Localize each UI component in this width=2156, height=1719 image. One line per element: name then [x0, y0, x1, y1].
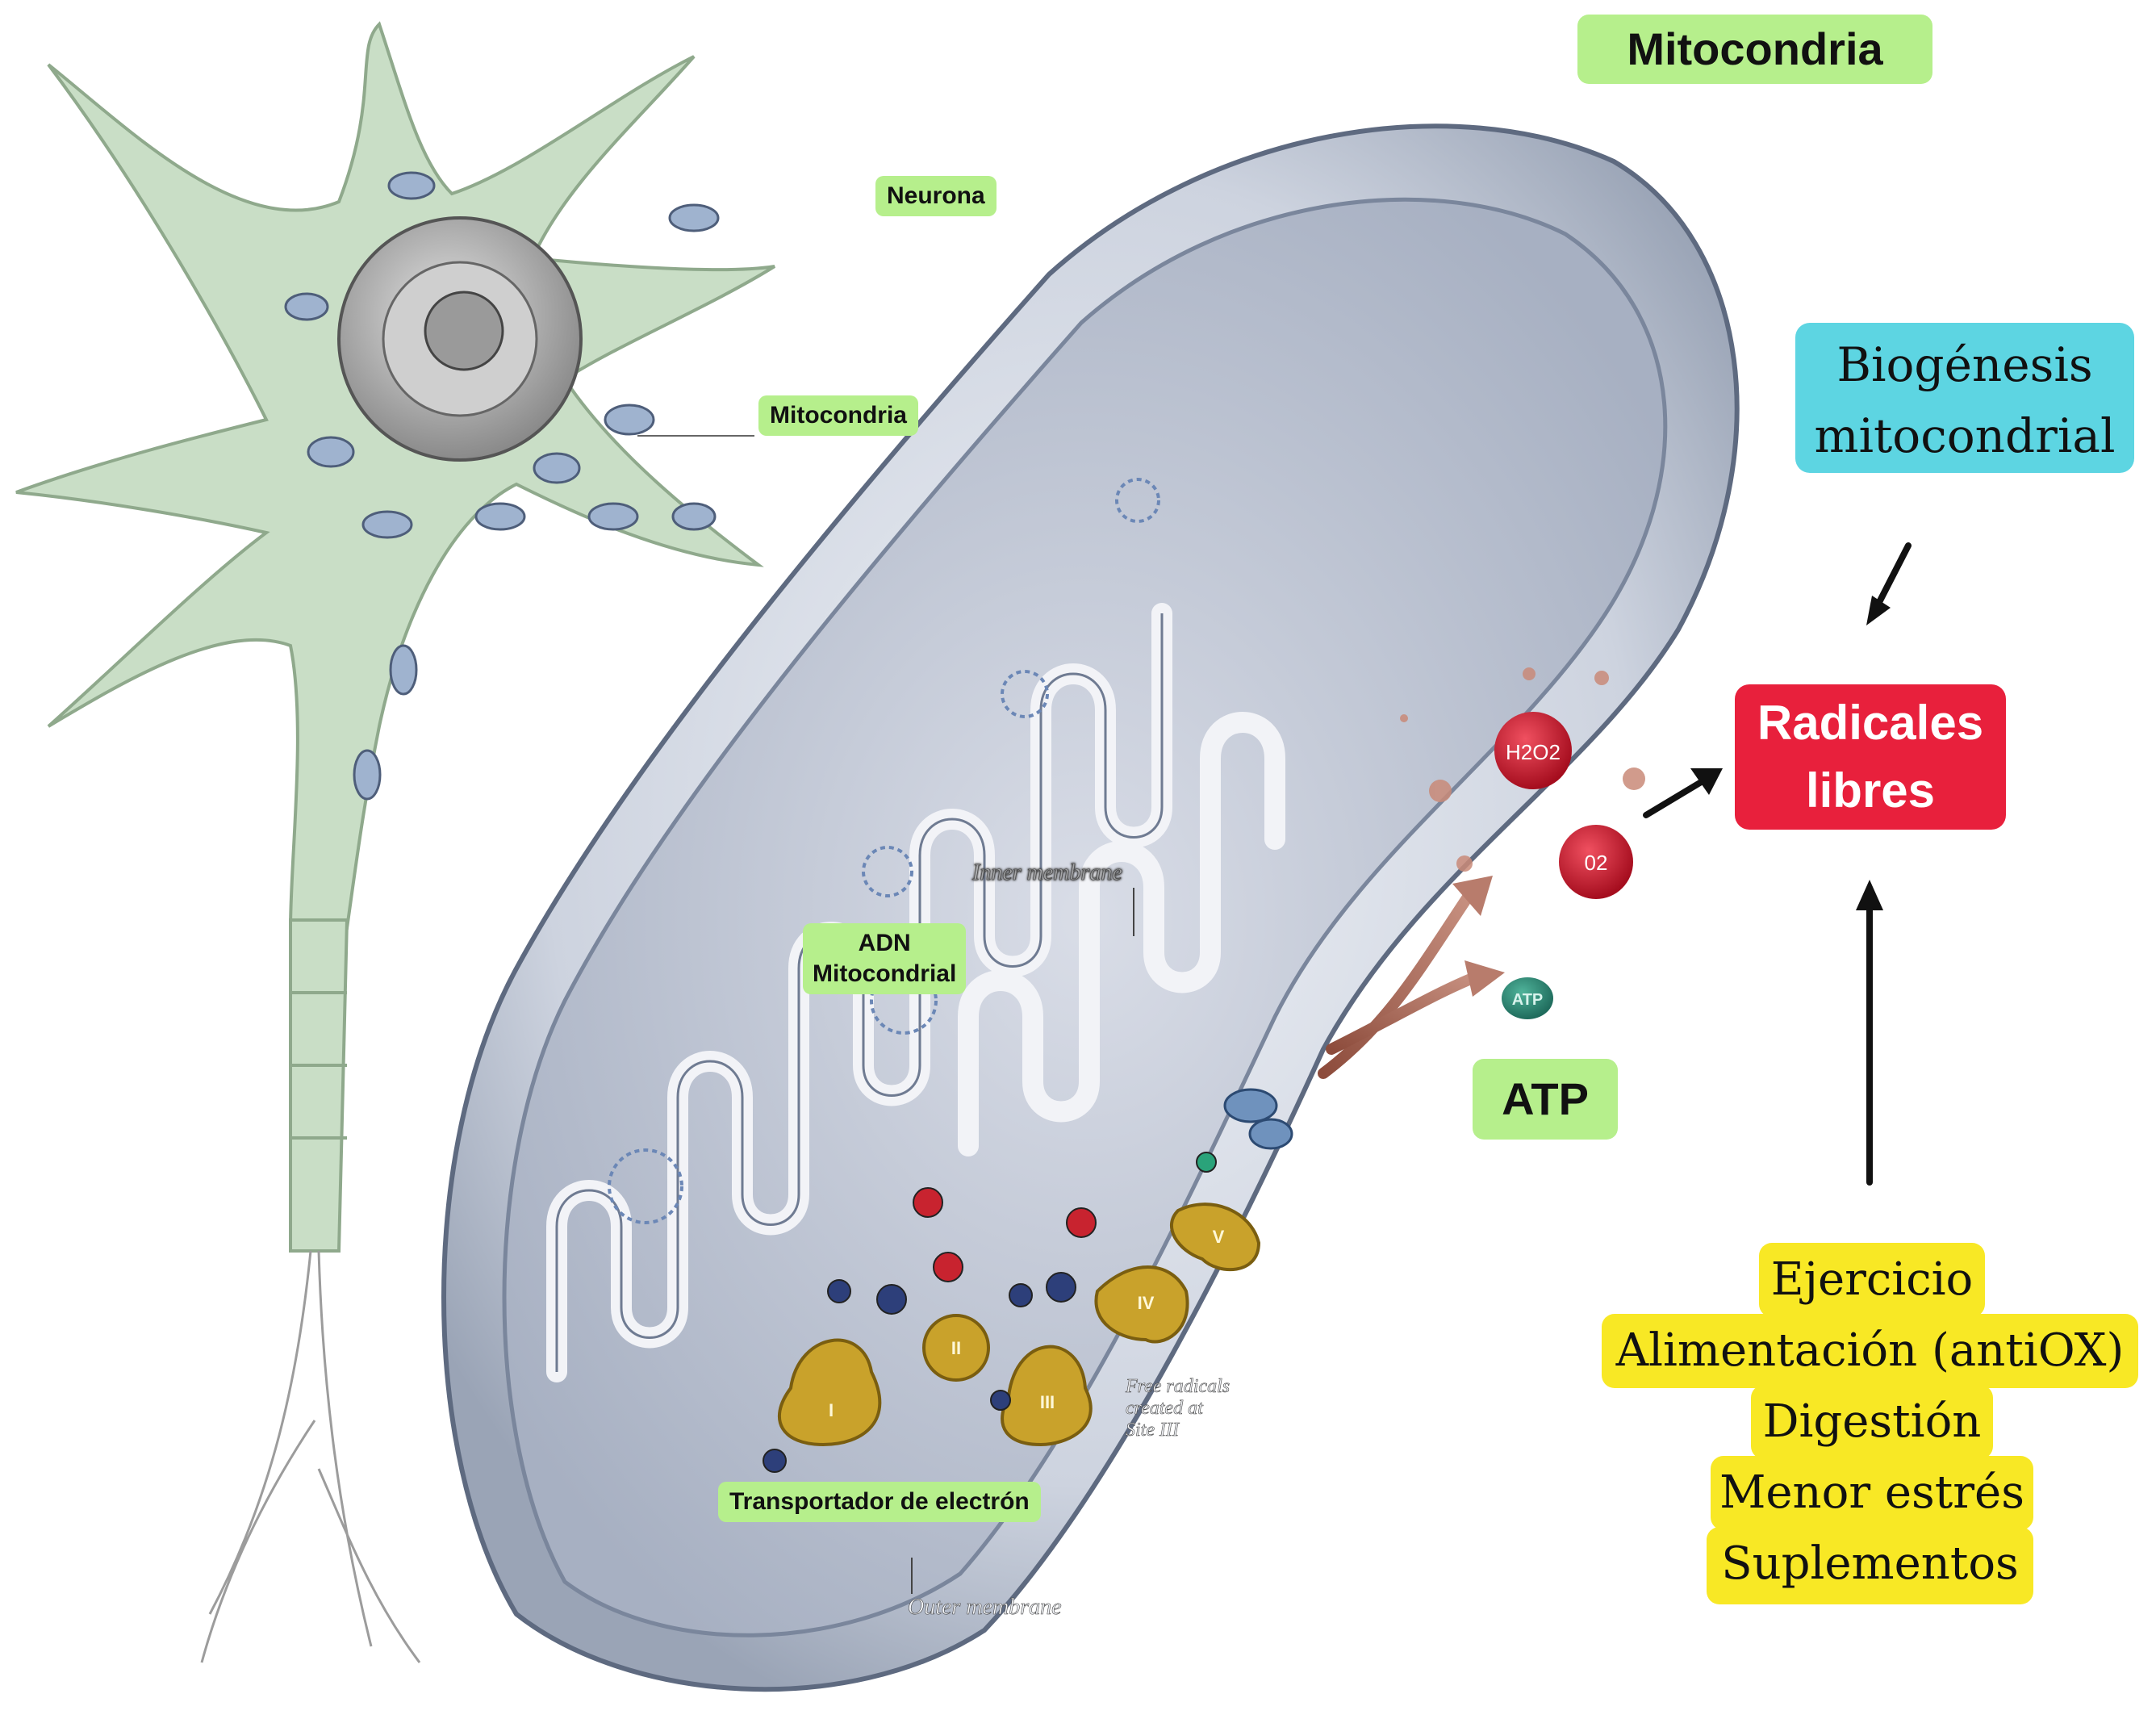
factor-ejercicio: Ejercicio [1759, 1243, 1985, 1317]
adn-line1: ADN [813, 928, 956, 959]
arrow-from-biogenesis-icon [1876, 546, 1908, 609]
factors-box: Ejercicio Alimentación (antiOX) Digestió… [1602, 1243, 2138, 1606]
factor-digestion: Digestión [1751, 1385, 1993, 1459]
biogenesis-line1: Biogénesis [1795, 329, 2134, 400]
factor-menor-estres: Menor estrés [1711, 1456, 2033, 1530]
h2o2-text: H2O2 [1506, 740, 1561, 764]
adn-mitocondrial-label: ADN Mitocondrial [803, 923, 966, 994]
complex-4-label: IV [1138, 1293, 1155, 1313]
complex-5-label: V [1213, 1227, 1225, 1247]
complex-2-label: II [951, 1338, 961, 1358]
radicales-line1: Radicales [1735, 689, 2006, 757]
atp-sphere-text: ATP [1512, 991, 1544, 1009]
free-radicals-line2: created at [1126, 1398, 1204, 1419]
free-radicals-line1: Free radicals [1125, 1376, 1230, 1397]
atp-label: ATP [1473, 1059, 1618, 1140]
radicales-line2: libres [1735, 757, 2006, 825]
outer-membrane-label: Outer membrane [908, 1595, 1062, 1620]
arrow-to-radicales-icon [1646, 779, 1707, 815]
factor-alimentacion: Alimentación (antiOX) [1602, 1314, 2138, 1388]
mitochondrion-drawing: I II III IV V [444, 126, 1737, 1689]
title-badge: Mitocondria [1577, 15, 1932, 84]
adn-line2: Mitocondrial [813, 959, 956, 989]
factor-suplementos: Suplementos [1707, 1527, 2033, 1604]
complex-3-label: III [1040, 1392, 1055, 1412]
complex-1-label: I [829, 1400, 834, 1420]
biogenesis-box: Biogénesis mitocondrial [1795, 323, 2134, 473]
radicales-box: Radicales libres [1735, 684, 2006, 830]
biogenesis-line2: mitocondrial [1795, 400, 2134, 471]
transportador-label: Transportador de electrón [718, 1482, 1041, 1522]
o2-text: 02 [1585, 851, 1608, 875]
mitocondria-label: Mitocondria [758, 395, 918, 436]
inner-membrane-label: Inner membrane [971, 860, 1122, 885]
page-title: Mitocondria [1627, 23, 1882, 74]
free-radicals-line3: Site III [1126, 1420, 1180, 1441]
neurona-label: Neurona [875, 176, 997, 216]
